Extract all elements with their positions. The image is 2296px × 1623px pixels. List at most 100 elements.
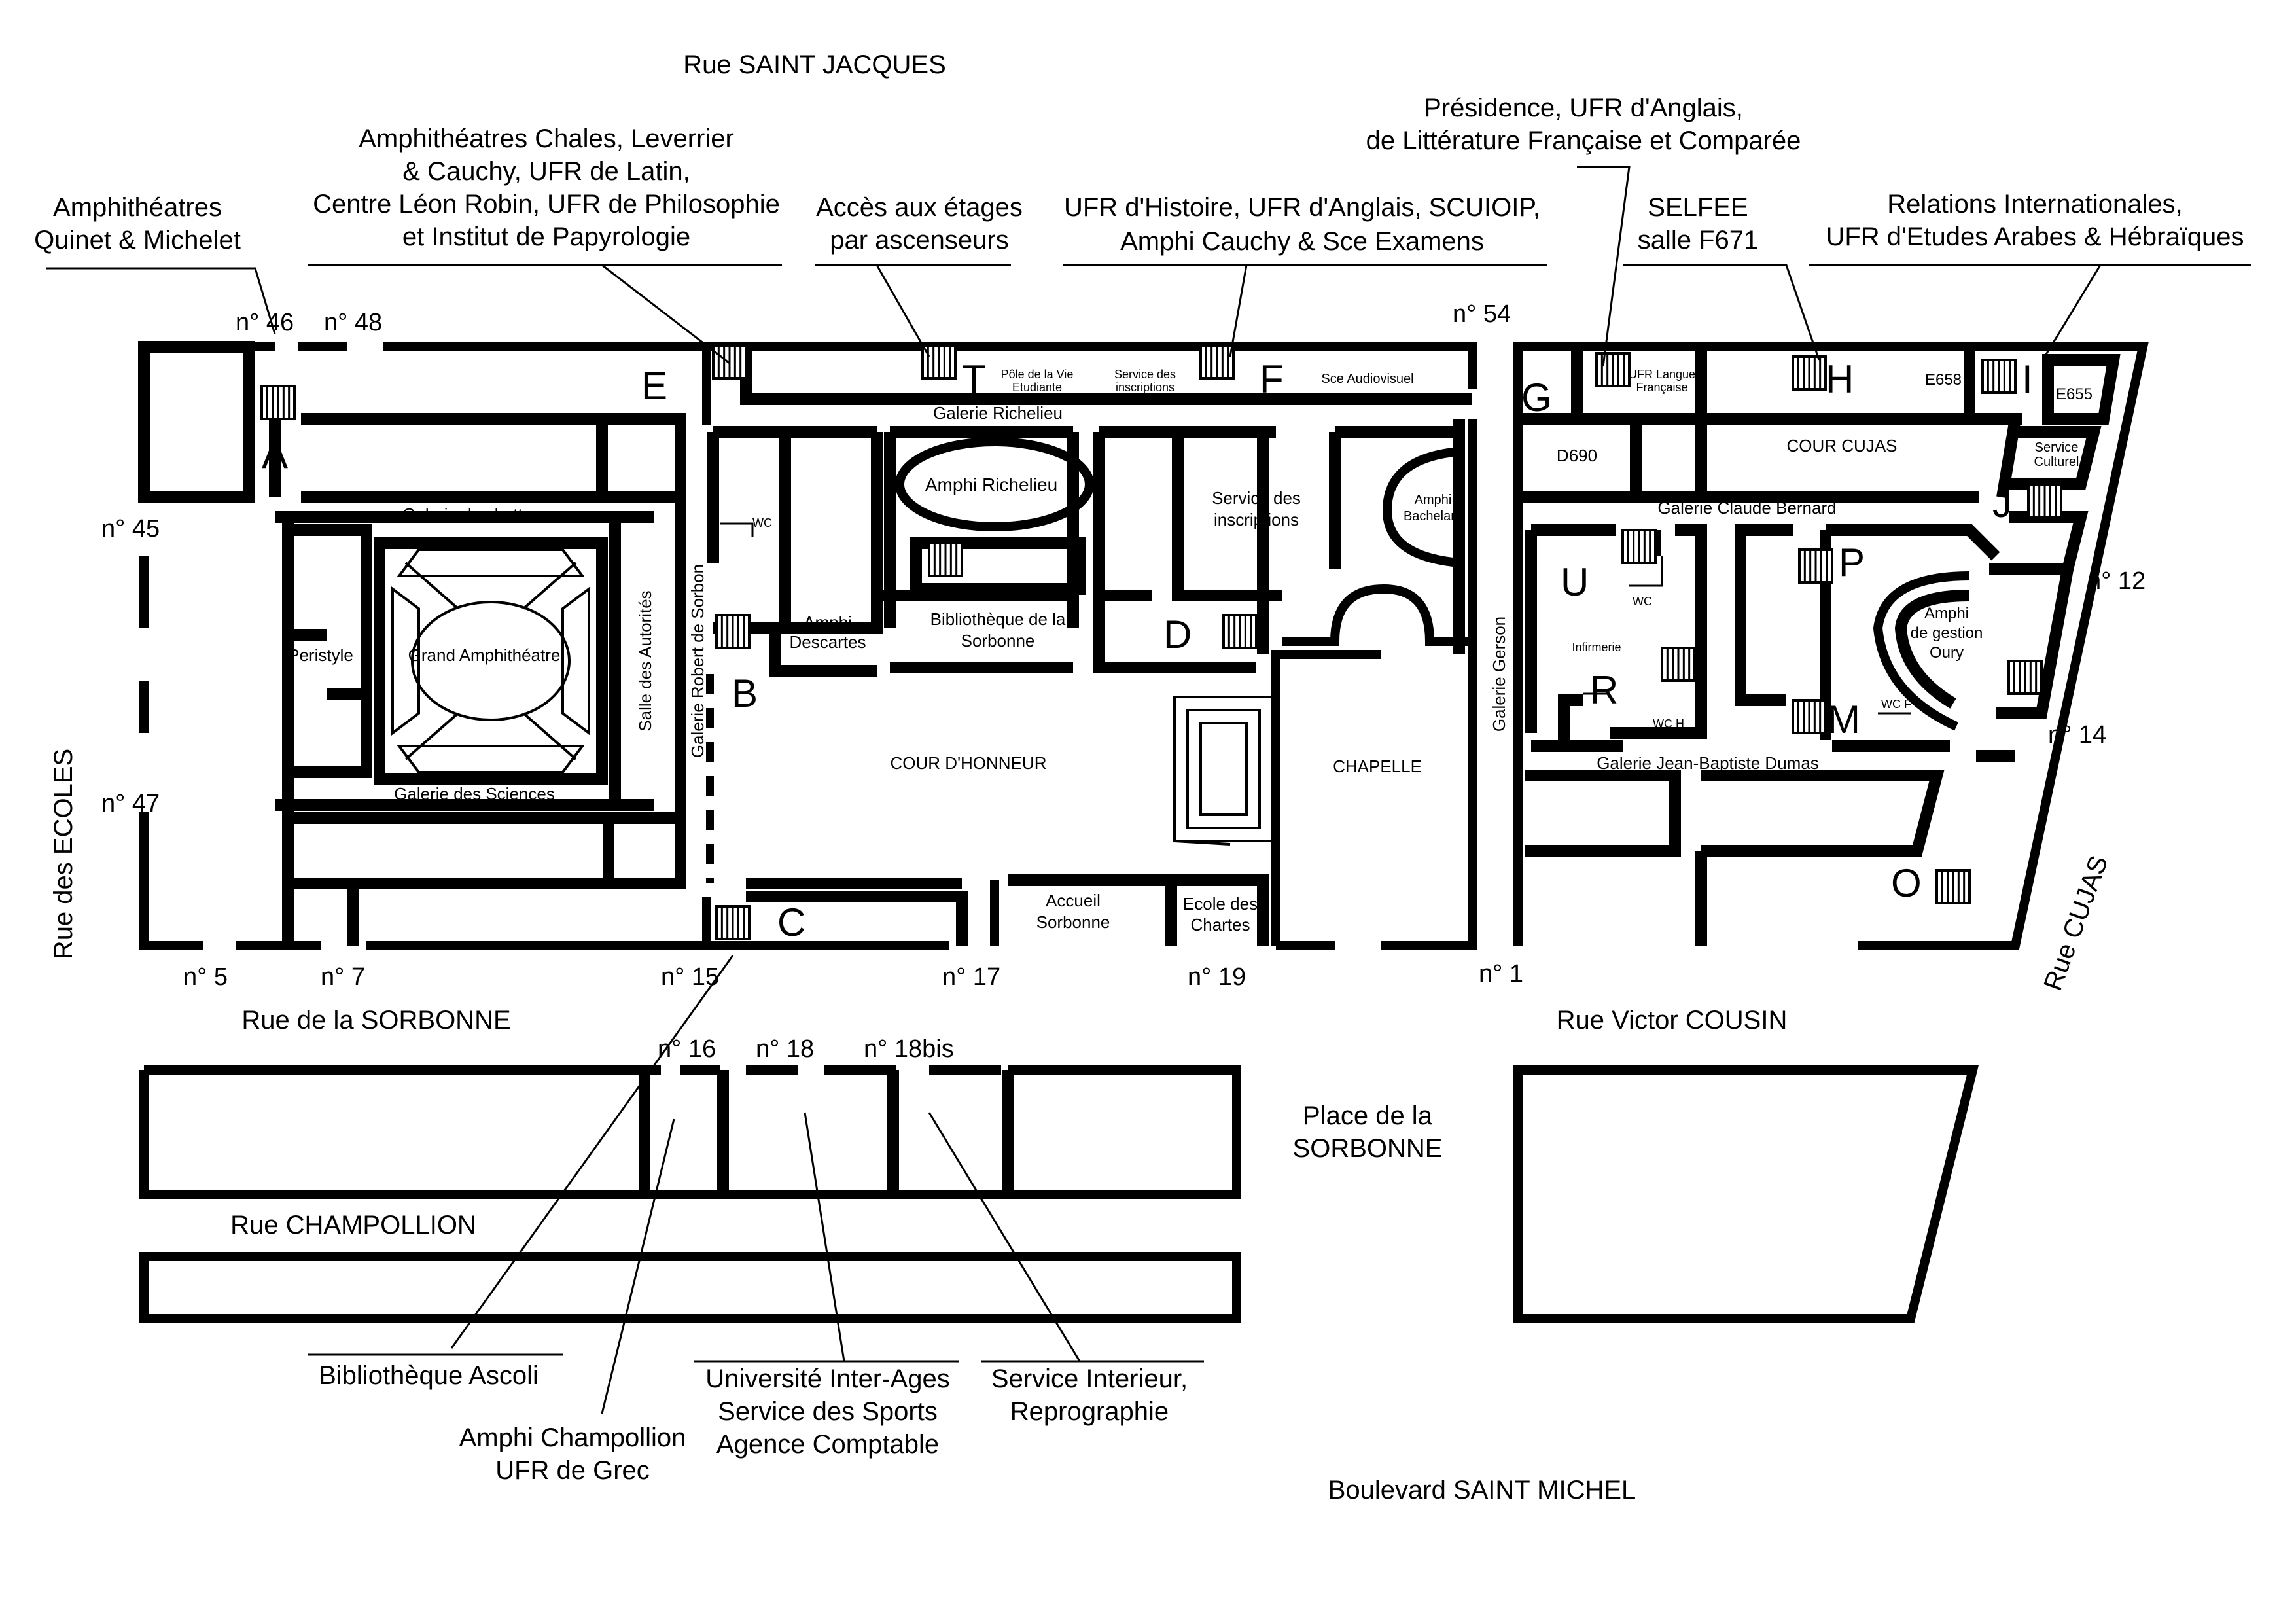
number-12: n° 12 (2087, 567, 2146, 595)
callout-chales-line4: et Institut de Papyrologie (402, 223, 690, 251)
pole-vie-line2: Etudiante (1012, 381, 1062, 394)
amphi-richelieu-shape (895, 437, 1094, 531)
number-54: n° 54 (1453, 300, 1511, 328)
callout-chales-line1: Amphithéatres Chales, Leverrier (359, 124, 734, 153)
letter-F: F (1260, 357, 1284, 401)
callout-interages-line3: Agence Comptable (716, 1430, 939, 1459)
callout-relations-line2: UFR d'Etudes Arabes & Hébraïques (1826, 223, 2244, 251)
amphi-bachelard-line2: Bachelard (1404, 509, 1462, 524)
accueil-line1: Accueil (1046, 891, 1101, 910)
staircase-icon (1222, 614, 1258, 649)
street-number-labels: n° 46 n° 48 n° 54 n° 45 n° 47 n° 5 n° 7 … (101, 300, 2146, 1063)
callout-labels: Amphithéatres Quinet & Michelet Amphithé… (34, 94, 2244, 1485)
galerie-robert-label: Galerie Robert de Sorbon (688, 564, 707, 758)
callout-chales-line3: Centre Léon Robin, UFR de Philosophie (313, 190, 780, 219)
letter-P: P (1839, 541, 1865, 584)
letter-E: E (641, 364, 667, 408)
peristyle-label: Peristyle (288, 645, 353, 665)
wc-f-label: WC F (1881, 698, 1911, 711)
callout-acces-line2: par ascenseurs (830, 226, 1008, 255)
d690-label: D690 (1557, 446, 1597, 465)
staircase-icon (1199, 344, 1235, 380)
street-saint-jacques: Rue SAINT JACQUES (683, 50, 946, 79)
letter-D: D (1163, 613, 1192, 656)
number-46: n° 46 (236, 309, 294, 336)
staircase-icon (712, 344, 747, 380)
callout-histoire-line1: UFR d'Histoire, UFR d'Anglais, SCUIOIP, (1064, 193, 1540, 222)
service-insc-line2: inscriptions (1214, 510, 1299, 529)
service-insc-small-line2: inscriptions (1116, 381, 1174, 394)
e658-label: E658 (1925, 371, 1962, 389)
stairs-layer (260, 344, 2062, 940)
staircase-icon (1621, 529, 1657, 564)
callout-quinet-line1: Amphithéatres (53, 193, 222, 222)
callout-relations-line1: Relations Internationales, (1887, 190, 2182, 219)
stair-letters: A B C D E F G H I J M O P R T U (262, 357, 2033, 944)
staircase-icon (1792, 355, 1827, 391)
letter-C: C (777, 901, 805, 944)
letter-A: A (262, 433, 288, 476)
amphi-oury-outer (1873, 571, 1970, 731)
staircase-icon (260, 385, 296, 420)
callout-quinet-line2: Quinet & Michelet (34, 226, 241, 255)
wc-label-east: WC (1633, 595, 1652, 608)
street-sorbonne: Rue de la SORBONNE (241, 1006, 510, 1035)
staircase-icon (2007, 660, 2043, 695)
staircase-icon (1595, 352, 1631, 387)
staircase-icon (1981, 359, 2017, 394)
service-insc-small-line1: Service des (1114, 368, 1176, 381)
cour-honneur-label: COUR D'HONNEUR (891, 753, 1047, 773)
number-5: n° 5 (183, 963, 228, 991)
room-labels: Galerie des Lettres Galerie des Sciences… (288, 368, 2093, 935)
amphi-descartes-line2: Descartes (789, 632, 866, 652)
chapelle-dome (1282, 584, 1472, 646)
staircase-icon (715, 614, 751, 649)
letter-U: U (1561, 560, 1589, 604)
staircase-icon (1935, 869, 1971, 904)
number-15: n° 15 (661, 963, 719, 991)
number-45: n° 45 (101, 515, 160, 543)
place-sorbonne-line2: SORBONNE (1293, 1134, 1443, 1163)
number-18bis: n° 18bis (864, 1035, 954, 1063)
place-sorbonne-line1: Place de la (1303, 1101, 1433, 1130)
number-48: n° 48 (324, 309, 382, 336)
service-insc-line1: Service des (1212, 488, 1301, 508)
salle-autorites-label: Salle des Autorités (635, 590, 655, 731)
galerie-richelieu-label: Galerie Richelieu (933, 403, 1063, 423)
number-17: n° 17 (942, 963, 1000, 991)
letter-M: M (1828, 698, 1860, 741)
bibliotheque-line2: Sorbonne (961, 631, 1035, 651)
galerie-sciences-label: Galerie des Sciences (394, 784, 555, 804)
street-ecoles: Rue des ECOLES (49, 749, 78, 959)
amphi-oury-inner (1894, 590, 1970, 709)
number-19: n° 19 (1188, 963, 1246, 991)
leader-lines (46, 166, 2251, 1414)
wc-h-label: WC H (1653, 717, 1684, 730)
letter-O: O (1891, 861, 1922, 905)
amphi-oury-line3: Oury (1930, 644, 1964, 662)
letter-I: I (2022, 357, 2033, 401)
callout-interages-line1: Université Inter-Ages (705, 1364, 949, 1393)
service-culturel-line2: Culturel (2034, 455, 2079, 469)
callout-champollion-line2: UFR de Grec (495, 1456, 650, 1485)
wc-label-west: WC (752, 516, 772, 529)
amphi-bachelard-line1: Amphi (1415, 493, 1452, 507)
staircase-icon (715, 905, 751, 940)
callout-champollion-line1: Amphi Champollion (459, 1423, 686, 1452)
street-saint-michel: Boulevard SAINT MICHEL (1328, 1476, 1636, 1505)
callout-ascoli: Bibliothèque Ascoli (319, 1361, 539, 1390)
number-1: n° 1 (1479, 960, 1523, 988)
ecole-chartes-line1: Ecole des (1183, 894, 1258, 914)
chapelle-label: CHAPELLE (1333, 757, 1422, 776)
grand-amphi-seating (391, 548, 590, 774)
callout-chales-line2: & Cauchy, UFR de Latin, (402, 157, 690, 186)
staircase-icon (921, 344, 957, 380)
callout-interieur-line2: Reprographie (1010, 1397, 1169, 1426)
callout-presidence-line2: de Littérature Française et Comparée (1366, 126, 1801, 155)
amphi-bachelard-shape (1382, 447, 1460, 567)
grand-amphi-label: Grand Amphithéatre (408, 645, 561, 665)
letter-B: B (732, 671, 758, 715)
cour-honneur-fountain (1173, 696, 1274, 846)
amphi-descartes-line1: Amphi (804, 613, 852, 632)
